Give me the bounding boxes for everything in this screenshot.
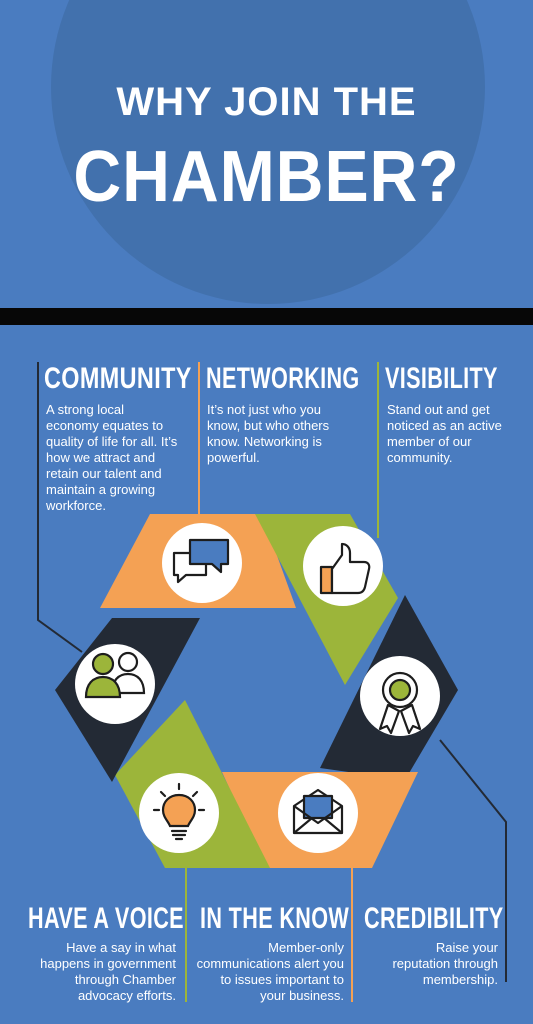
heading-have-a-voice: HAVE A VOICE xyxy=(28,902,184,935)
connector-community xyxy=(37,362,83,653)
text-community: A strong local economy equates to qualit… xyxy=(46,402,178,513)
heading-credibility: CREDIBILITY xyxy=(364,902,504,935)
connector-credibility xyxy=(439,739,507,982)
title-line-2: CHAMBER? xyxy=(73,137,460,217)
title-banner: WHY JOIN THE CHAMBER? xyxy=(0,0,533,308)
heading-visibility: VISIBILITY xyxy=(385,362,498,395)
heading-community: COMMUNITY xyxy=(44,362,192,395)
divider-bar xyxy=(0,308,533,325)
text-networking: It’s not just who you know, but who othe… xyxy=(207,402,330,465)
heading-in-the-know: IN THE KNOW xyxy=(200,902,350,935)
text-visibility: Stand out and get noticed as an active m… xyxy=(387,402,502,465)
people-icon xyxy=(84,651,146,699)
chat-bubbles-icon xyxy=(172,538,230,584)
thumbs-up-icon xyxy=(319,542,371,595)
envelope-icon xyxy=(292,788,344,835)
text-have-a-voice: Have a say in what happens in government… xyxy=(40,940,176,1003)
lightbulb-icon xyxy=(152,782,206,841)
text-in-the-know: Member-only communications alert you to … xyxy=(196,940,344,1003)
text-credibility: Raise your reputation through membership… xyxy=(392,940,498,987)
ribbon-award-icon xyxy=(378,671,422,735)
title-line-1: WHY JOIN THE xyxy=(116,80,417,124)
heading-networking: NETWORKING xyxy=(206,362,360,395)
